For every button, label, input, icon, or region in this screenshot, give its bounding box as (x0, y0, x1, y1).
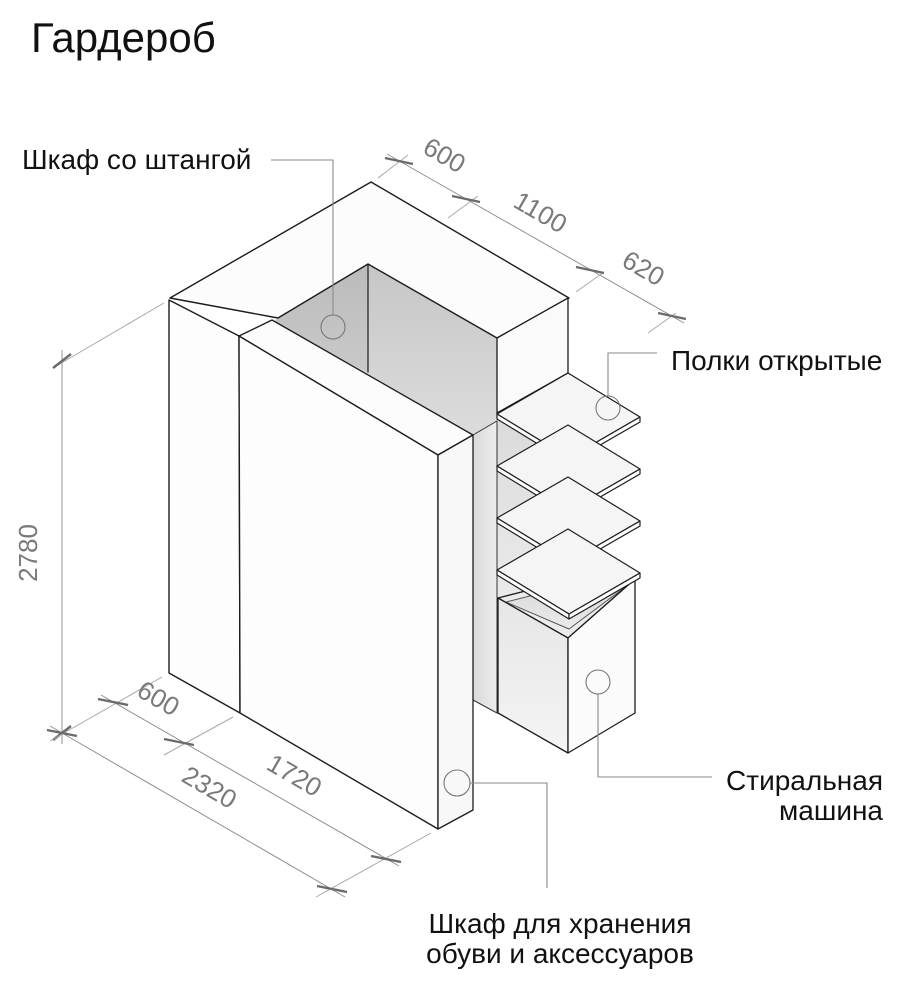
marker-circle-rod-cabinet (320, 314, 346, 340)
leader-rod-cabinet (271, 159, 346, 340)
callout-leaders (271, 159, 712, 888)
label-shoe-cabinet-line1: Шкаф для хранения (429, 908, 692, 939)
marker-circle-open-shelves (595, 395, 621, 421)
back-panel-strip (472, 420, 498, 714)
interior-left-wedge (272, 264, 368, 372)
dimension-chain-bottom (46, 676, 432, 898)
dim-height-2780: 2780 (13, 524, 43, 582)
dim-bottom-2320: 2320 (177, 760, 242, 815)
label-washing-machine-line1: Стиральная (726, 765, 883, 796)
label-open-shelves: Полки открытые (671, 345, 882, 376)
dimension-chain-top (377, 153, 687, 334)
leader-washing-machine (585, 669, 712, 778)
marker-circle-washing-machine (585, 669, 611, 695)
label-rod-cabinet: Шкаф со штангой (22, 144, 251, 175)
dim-top-1100: 1100 (509, 185, 572, 239)
marker-circle-shoe-cabinet (443, 769, 471, 797)
right-end-panel (437, 434, 474, 830)
leader-shoe-cabinet (443, 769, 548, 888)
dim-top-620: 620 (617, 244, 670, 292)
open-shelves (496, 372, 641, 620)
washer-right-face (567, 578, 636, 754)
drawing-title: Гардероб (31, 14, 216, 61)
label-washing-machine-line2: машина (779, 795, 883, 826)
left-side-panel (168, 299, 241, 714)
dim-bottom-600: 600 (132, 674, 185, 722)
label-shoe-cabinet-line2: обуви и аксессуаров (426, 938, 694, 969)
open-shelf (496, 528, 641, 620)
wardrobe-body (168, 181, 570, 830)
dim-top-600: 600 (418, 131, 471, 179)
leader-open-shelves (595, 352, 657, 421)
